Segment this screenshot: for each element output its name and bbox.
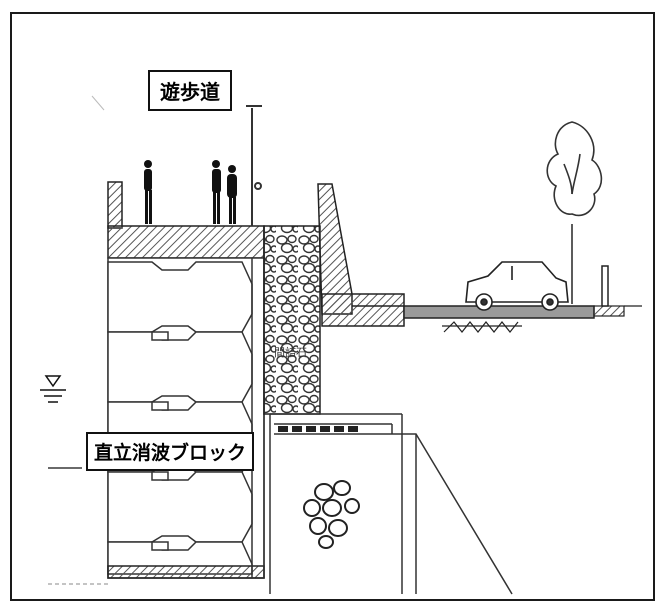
wave-block-label: 直立消波ブロック — [86, 432, 255, 471]
fill-stone-label: 間詰石 — [274, 346, 307, 359]
toe-stones — [278, 426, 358, 432]
walkway-deck — [107, 225, 265, 259]
seawall-cross-section — [40, 95, 642, 595]
water-level-icon — [40, 375, 66, 403]
road-post — [601, 265, 609, 307]
person-icon — [144, 160, 237, 224]
road-surface — [403, 305, 595, 319]
stone-cluster — [303, 480, 360, 549]
decor-line — [91, 95, 105, 111]
fill-stone-column — [263, 225, 321, 415]
wave-block-stack — [107, 257, 265, 579]
base-slab — [107, 565, 265, 579]
street-light-icon — [246, 105, 262, 226]
walkway-label: 遊歩道 — [148, 70, 232, 111]
tree-icon — [546, 121, 603, 304]
ground-symbol — [442, 321, 522, 333]
lower-structure — [269, 413, 513, 595]
car-icon — [465, 261, 569, 311]
parapet-left — [107, 181, 123, 229]
diagram-frame: 遊歩道 直立消波ブロック 間詰石 — [10, 12, 655, 601]
